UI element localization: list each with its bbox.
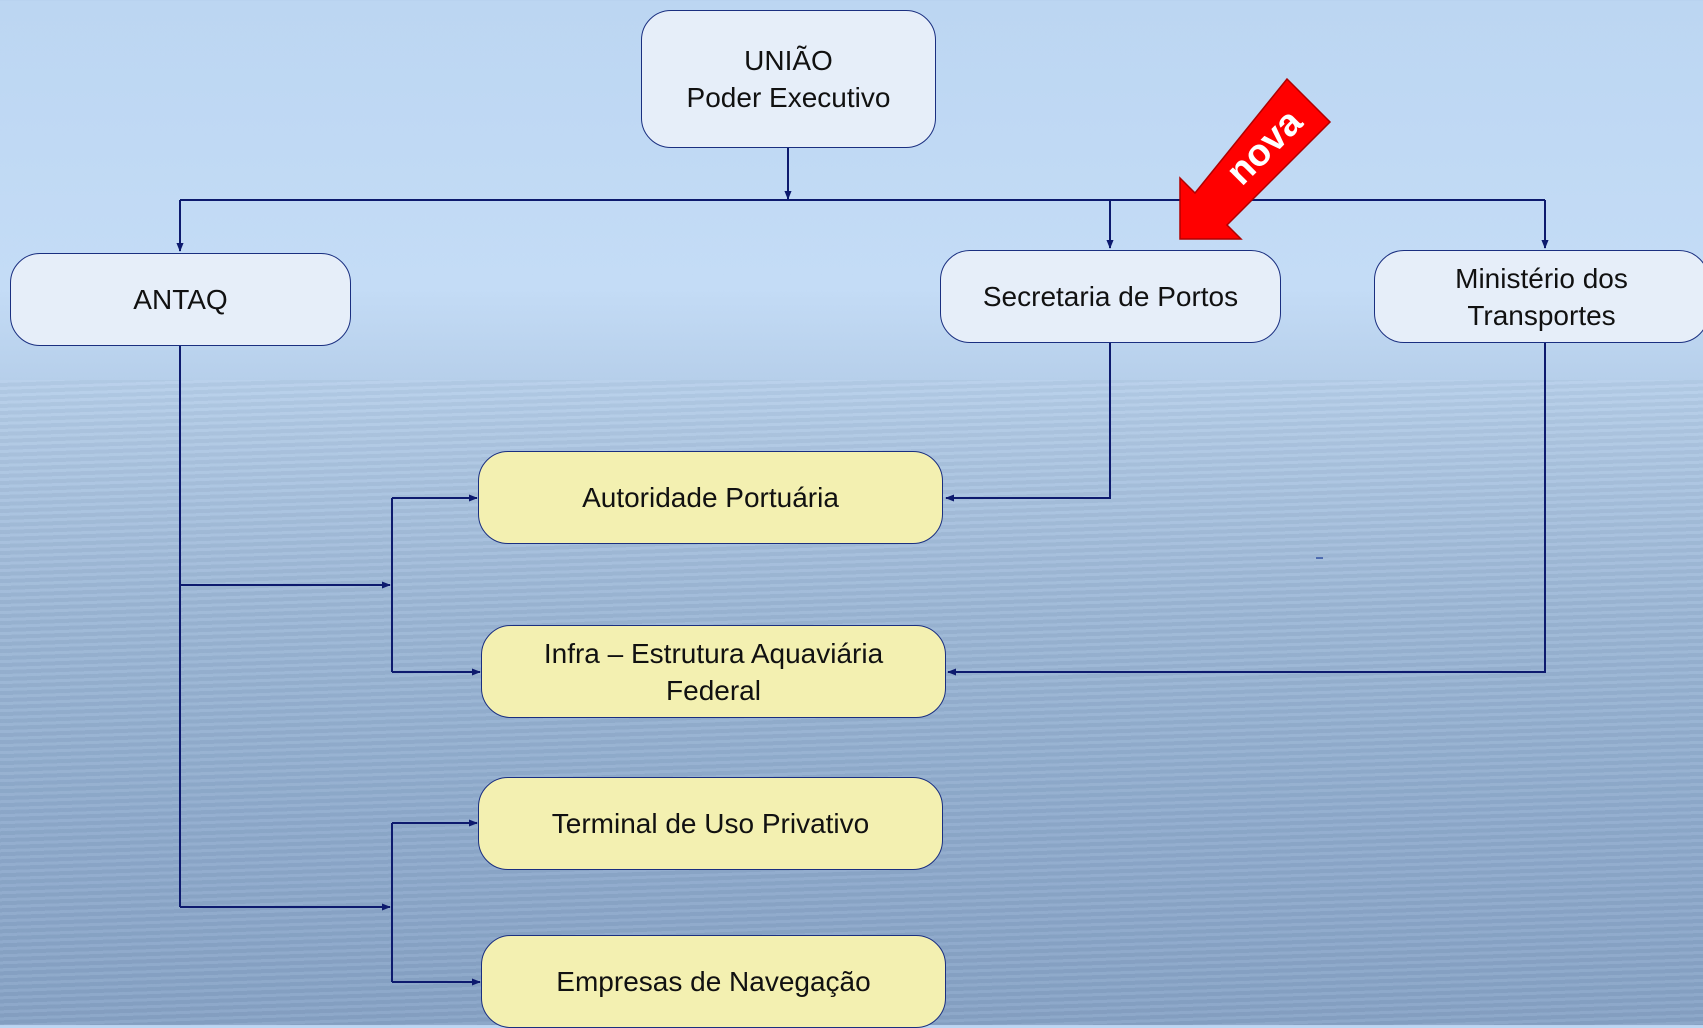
infra-node: Infra – Estrutura Aquaviária Federal <box>481 625 946 718</box>
empresas-node: Empresas de Navegação <box>481 935 946 1028</box>
antaq-node: ANTAQ <box>10 253 351 346</box>
secretaria-node: Secretaria de Portos <box>940 250 1281 343</box>
infra-line2: Federal <box>666 674 761 706</box>
autoridade-node: Autoridade Portuária <box>478 451 943 544</box>
ministerio-node: Ministério dos Transportes <box>1374 250 1703 343</box>
autoridade-label: Autoridade Portuária <box>582 482 839 513</box>
ministerio-to-infra-line <box>947 343 1546 676</box>
ministerio-line1: Ministério dos <box>1455 262 1628 294</box>
ministerio-line2: Transportes <box>1467 299 1616 331</box>
terminal-node: Terminal de Uso Privativo <box>478 777 943 870</box>
infra-line1: Infra – Estrutura Aquaviária <box>543 637 884 669</box>
empresas-label: Empresas de Navegação <box>556 966 871 997</box>
stray-mark <box>1316 557 1323 559</box>
antaq-label: ANTAQ <box>133 284 228 315</box>
secretaria-label: Secretaria de Portos <box>982 281 1239 312</box>
uniao-node: UNIÃO Poder Executivo <box>641 10 936 148</box>
terminal-label: Terminal de Uso Privativo <box>551 808 870 839</box>
secretaria-to-autoridade-line <box>945 343 1111 502</box>
uniao-line2: Poder Executivo <box>686 82 891 113</box>
nova-arrow-icon <box>1179 77 1332 240</box>
uniao-line1: UNIÃO <box>744 45 833 76</box>
